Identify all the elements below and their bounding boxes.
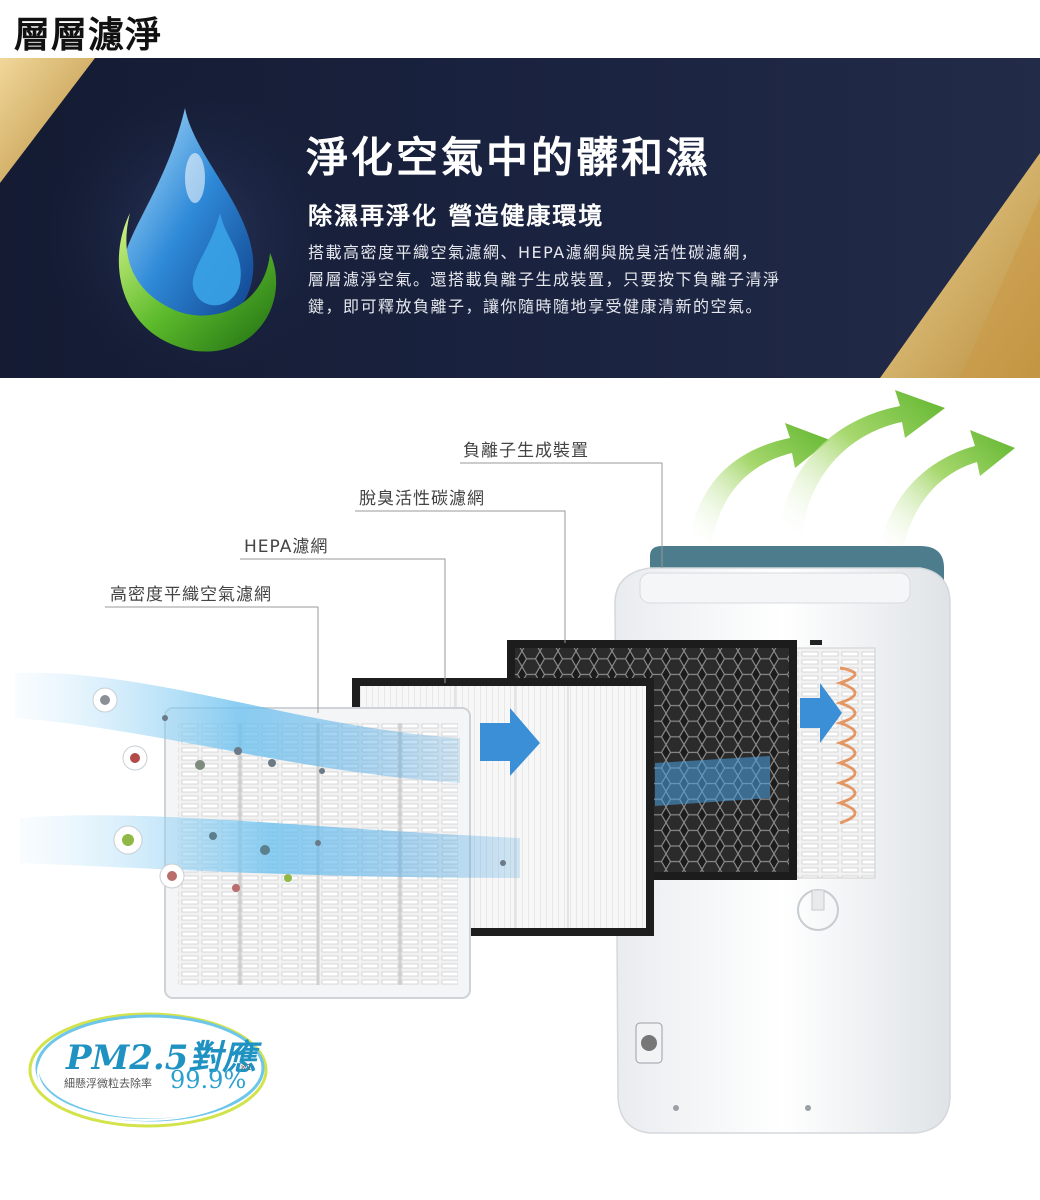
leader-lines bbox=[105, 462, 663, 713]
pm25-removal-rate: 99.9% bbox=[170, 1066, 247, 1094]
dehumidifier-illustration bbox=[15, 390, 1015, 1134]
airflow-streams bbox=[15, 672, 770, 878]
page-header: 層層濾淨 bbox=[0, 0, 1040, 58]
fresh-air-arrows-icon bbox=[690, 390, 1015, 553]
label-prefilter: 高密度平織空氣濾網 bbox=[110, 585, 272, 605]
label-ion-generator: 負離子生成裝置 bbox=[463, 441, 589, 461]
pm25-badge-ring bbox=[28, 1012, 268, 1128]
page-title: 層層濾淨 bbox=[14, 15, 163, 56]
banner-subtitle: 除濕再淨化 營造健康環境 bbox=[308, 201, 605, 230]
label-hepa-filter: HEPA濾網 bbox=[244, 537, 329, 557]
banner-description: 搭載高密度平織空氣濾網、HEPA濾網與脫臭活性碳濾網， 層層濾淨空氣。還搭載負離… bbox=[308, 239, 908, 320]
description-line: 搭載高密度平織空氣濾網、HEPA濾網與脫臭活性碳濾網， bbox=[308, 243, 759, 262]
description-line: 層層濾淨空氣。還搭載負離子生成裝置，只要按下負離子清淨 bbox=[308, 270, 781, 289]
description-line: 鍵，即可釋放負離子，讓你隨時隨地享受健康清新的空氣。 bbox=[308, 297, 764, 316]
banner-title: 淨化空氣中的髒和濕 bbox=[306, 133, 712, 182]
water-drop-icon bbox=[118, 108, 277, 352]
filter-diagram: 負離子生成裝置 脫臭活性碳濾網 HEPA濾網 高密度平織空氣濾網 bbox=[0, 378, 1040, 1200]
airflow-arrow-icon bbox=[480, 683, 842, 776]
pm25-badge-subtitle: 細懸浮微粒去除率 bbox=[64, 1077, 152, 1090]
pm25-footnote-marker: ※1 bbox=[240, 1063, 252, 1072]
pm25-badge-title: PM2.5對應 bbox=[66, 1038, 257, 1078]
label-carbon-filter: 脫臭活性碳濾網 bbox=[359, 489, 485, 509]
dust-particle-icons bbox=[92, 687, 506, 892]
feature-banner: 淨化空氣中的髒和濕 除濕再淨化 營造健康環境 搭載高密度平織空氣濾網、HEPA濾… bbox=[0, 58, 1040, 378]
